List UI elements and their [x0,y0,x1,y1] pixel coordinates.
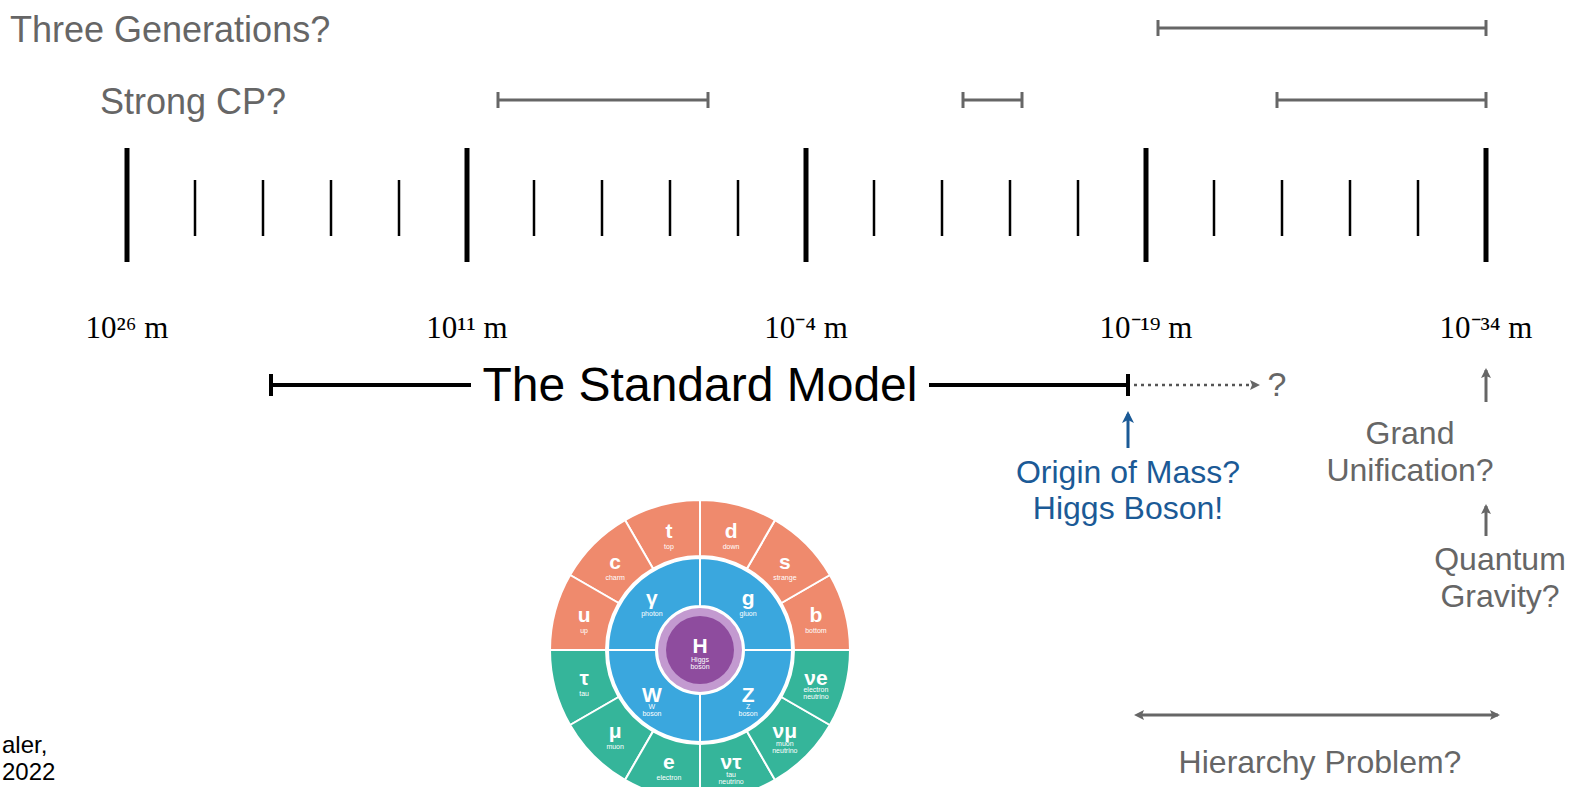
particle-symbol: t [665,520,672,541]
scale-label: 10⁻¹⁹ m [1100,310,1193,346]
particle-name: tau [579,690,589,697]
particle-name: bottom [805,627,826,634]
hierarchy-arrow [1142,714,1498,717]
particle-symbol: ντ [721,751,742,772]
scale-label: 10⁻⁴ m [764,310,848,346]
scale-label: 10²⁶ m [86,310,169,346]
question-mark: ? [1268,365,1287,404]
higgs-symbol: H [692,635,707,656]
gut-arrow [1485,370,1488,402]
particle-wheel [550,500,850,787]
particle-symbol: τ [579,667,588,688]
particle-name: charm [605,574,624,581]
question-label: Hierarchy Problem? [1179,744,1462,781]
particle-symbol: u [578,604,591,625]
question-label: Grand Unification? [1326,415,1493,489]
dotted-arrow [1134,384,1258,387]
question-label: Strong CP? [100,81,286,122]
particle-name: electron [656,774,681,781]
citation: 2022 [2,758,55,786]
particle-name: electron neutrino [803,686,828,700]
higgs-name: Higgs boson [690,656,709,670]
boson-name: gluon [740,610,757,617]
boson-name: W boson [642,703,661,717]
higgs-note: Higgs Boson! [1033,490,1223,527]
question-label: Three Generations? [10,9,330,50]
higgs-arrow [1127,414,1130,448]
boson-symbol: W [642,684,662,705]
particle-symbol: νμ [773,720,798,741]
particle-symbol: c [609,551,621,572]
range-brackets [498,20,1486,108]
boson-name: Z boson [739,703,758,717]
gravity-arrow [1485,506,1488,536]
particle-name: up [580,627,588,634]
question-label: Quantum Gravity? [1434,541,1566,615]
boson-symbol: γ [646,587,658,608]
higgs-core [666,616,734,684]
particle-symbol: s [779,551,791,572]
higgs-ring [658,608,742,692]
particle-symbol: b [809,604,822,625]
particle-symbol: e [663,751,675,772]
range-label: The Standard Model [471,357,930,412]
boson-symbol: Z [742,684,755,705]
particle-name: muon [606,743,624,750]
particle-symbol: νe [804,667,827,688]
scale-label: 10⁻³⁴ m [1440,310,1533,346]
particle-symbol: d [725,520,738,541]
scale-label: 10¹¹ m [426,310,507,346]
particle-symbol: μ [609,720,622,741]
minor-ticks [195,180,1418,236]
particle-name: strange [773,574,796,581]
boson-name: photon [641,610,662,617]
citation: aler, [2,731,47,759]
particle-name: down [723,543,740,550]
particle-name: tau neutrino [718,771,743,785]
particle-name: muon neutrino [772,740,797,754]
higgs-note: Origin of Mass? [1016,454,1240,491]
particle-name: top [664,543,674,550]
boson-symbol: g [742,587,755,608]
major-ticks [127,148,1486,262]
